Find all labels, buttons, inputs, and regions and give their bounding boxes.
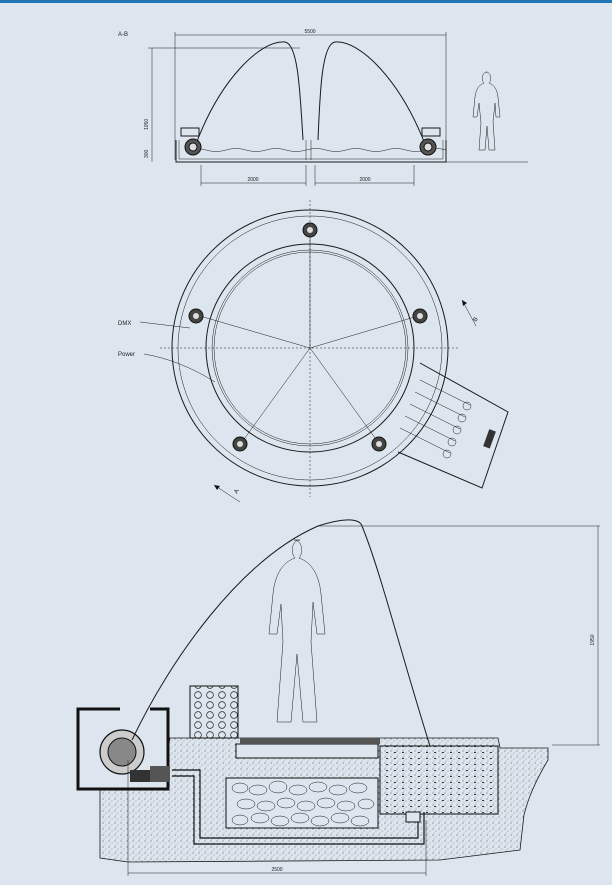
right-jet-arc xyxy=(317,41,426,145)
right-span-dimension: 2000 xyxy=(359,177,370,183)
section-view-ab: A-B 5500 1050 300 xyxy=(118,29,528,186)
walkway-slab xyxy=(235,743,379,759)
control-box xyxy=(397,362,509,489)
width-dimension: 2500 xyxy=(271,867,282,873)
fixture-left xyxy=(188,308,204,324)
right-nozzle-fixture xyxy=(419,127,441,156)
fixture-top xyxy=(302,222,318,238)
pump-device xyxy=(99,729,170,782)
height-dimension: 1050 xyxy=(144,119,150,130)
overall-width-dimension: 5500 xyxy=(304,29,315,35)
basin-outline xyxy=(175,140,447,163)
cut-marker-b: B xyxy=(473,317,480,323)
person-silhouette xyxy=(268,539,326,723)
power-leader xyxy=(143,353,216,383)
plan-view: DMX Power A B xyxy=(118,200,509,503)
water-surface xyxy=(185,148,447,152)
cut-marker-a: A xyxy=(234,489,241,495)
left-span-dimension: 2000 xyxy=(247,177,258,183)
left-nozzle-fixture xyxy=(180,127,202,156)
left-jet-arc xyxy=(195,41,304,145)
depth-dimension: 300 xyxy=(144,149,150,158)
supply-pipe xyxy=(172,769,419,839)
fixture-right xyxy=(412,308,428,324)
fixture-bottom-left xyxy=(232,436,248,452)
height-dimension: 1950 xyxy=(590,634,596,645)
water-jet-arc xyxy=(131,519,431,747)
water-basin xyxy=(379,745,499,823)
fixture-bottom-right xyxy=(371,436,387,452)
detail-section-view: 1950 2500 xyxy=(76,519,600,876)
top-accent-bar xyxy=(0,0,612,3)
dmx-label: DMX xyxy=(118,321,131,327)
power-label: Power xyxy=(118,352,135,358)
perforated-panel xyxy=(189,685,239,739)
gravel-bed xyxy=(225,777,379,829)
dmx-leader xyxy=(139,321,191,329)
section-label: A-B xyxy=(118,32,128,38)
scale-person-silhouette xyxy=(472,71,501,151)
